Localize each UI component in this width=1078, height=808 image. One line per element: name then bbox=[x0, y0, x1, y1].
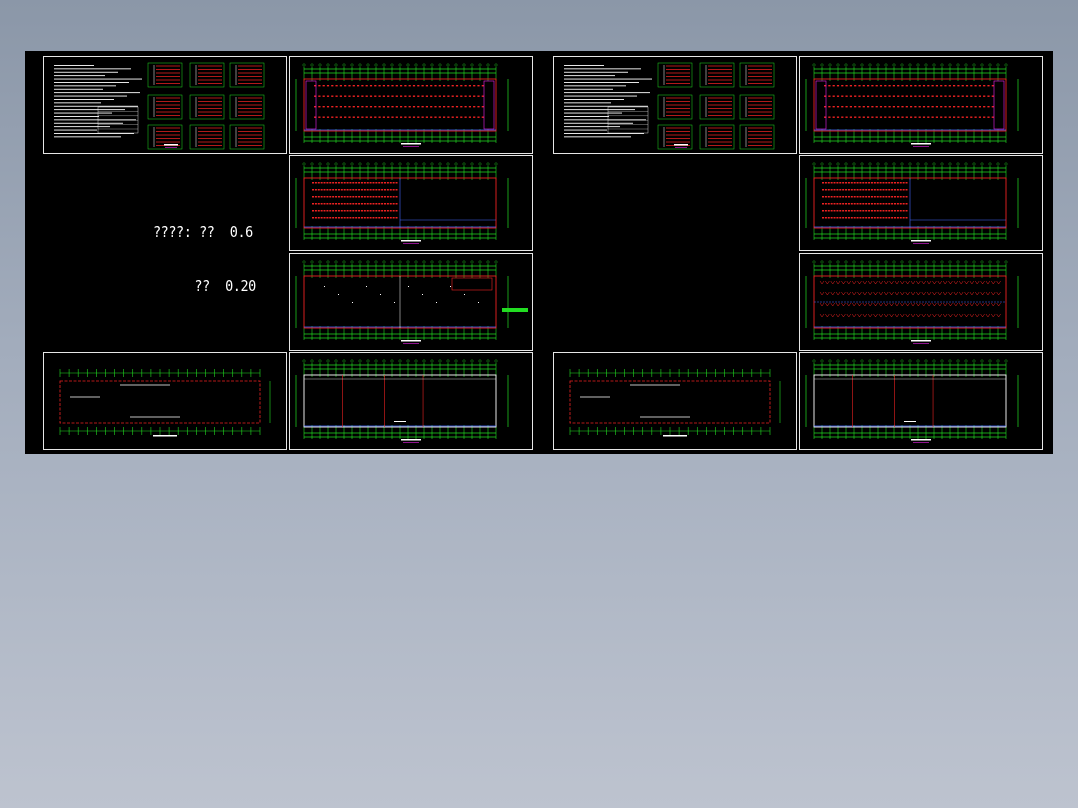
plan-drawing bbox=[805, 63, 1019, 147]
annotation-text: ????: ?? 0.6 ?? 0.20 bbox=[153, 187, 256, 331]
annotation-line-1: ????: ?? 0.6 bbox=[153, 223, 253, 241]
roof-plan-sheet-left[interactable] bbox=[289, 352, 533, 450]
floor-plan-sheet-right-3[interactable] bbox=[799, 253, 1043, 351]
plan-drawing bbox=[295, 63, 509, 147]
notes-drawing bbox=[564, 62, 775, 150]
plan-drawing bbox=[295, 260, 528, 344]
floor-plan-sheet-right-1[interactable] bbox=[799, 56, 1043, 154]
floor-plan-sheet-left-1[interactable] bbox=[289, 56, 533, 154]
plan-drawing bbox=[805, 162, 1019, 244]
plan-drawing bbox=[295, 359, 509, 443]
plan-drawing bbox=[805, 260, 1019, 344]
floor-plan-sheet-right-2[interactable] bbox=[799, 155, 1043, 251]
roof-plan-sheet-right[interactable] bbox=[799, 352, 1043, 450]
notes-drawing bbox=[54, 62, 265, 150]
annotation-line-2: ?? 0.20 bbox=[194, 277, 256, 295]
plan-drawing bbox=[295, 162, 509, 244]
floor-plan-sheet-left-2[interactable] bbox=[289, 155, 533, 251]
site-plan-sheet-left[interactable] bbox=[43, 352, 287, 450]
drawing-canvas[interactable]: ????: ?? 0.6 ?? 0.20 bbox=[25, 51, 1053, 454]
site-drawing bbox=[569, 369, 781, 437]
site-plan-sheet-right[interactable] bbox=[553, 352, 797, 450]
site-drawing bbox=[59, 369, 271, 437]
notes-sheet-right[interactable] bbox=[553, 56, 797, 154]
notes-sheet-left[interactable] bbox=[43, 56, 287, 154]
floor-plan-sheet-left-3[interactable] bbox=[289, 253, 533, 351]
plan-drawing bbox=[805, 359, 1019, 443]
